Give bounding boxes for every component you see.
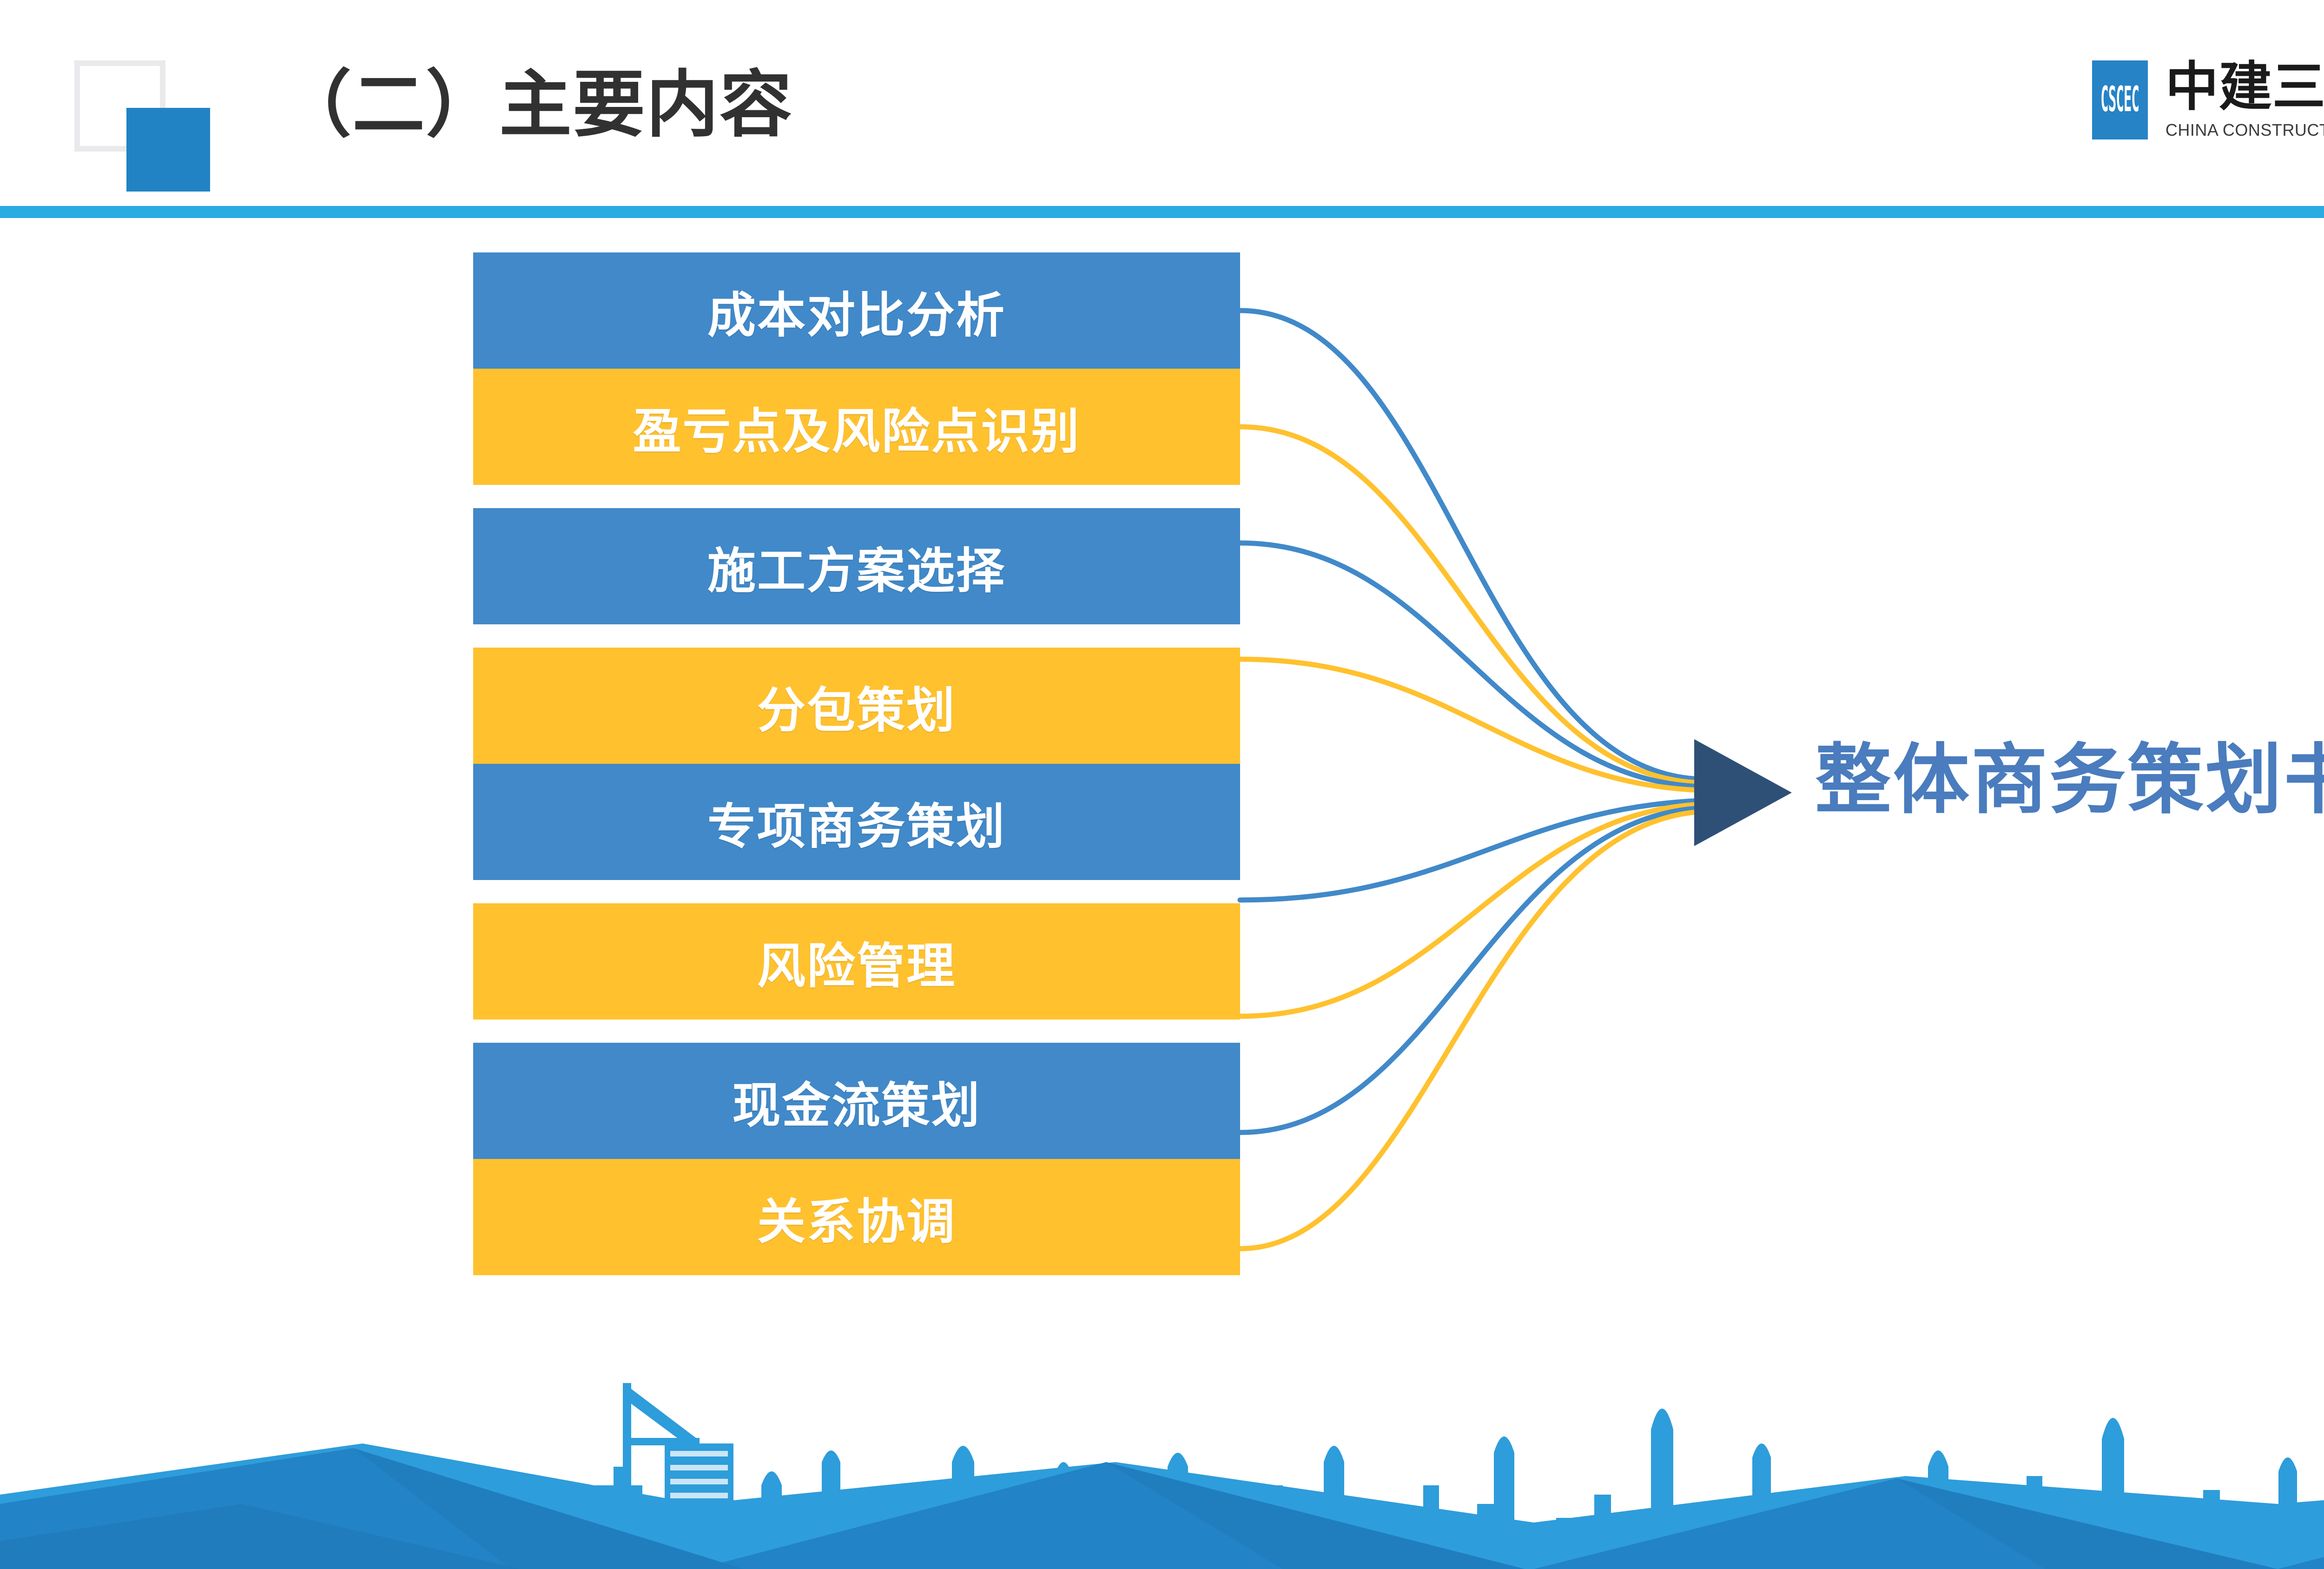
flow-box-8[interactable]: 关系协调 — [473, 1159, 1240, 1275]
connector-line-6 — [1237, 801, 1704, 1019]
flow-box-label: 专项商务策划 — [707, 798, 1006, 855]
flow-box-label: 关系协调 — [757, 1193, 956, 1250]
company-logo: CSCEC 中建三局集团有限公司 CHINA CONSTRUCTION THIR… — [2092, 60, 2324, 139]
header-decoration-solid-square — [126, 108, 210, 192]
flow-box-label: 风险管理 — [757, 937, 956, 994]
hills-icon — [0, 1443, 2324, 1569]
target-label: 整体商务策划书 — [1815, 735, 2324, 824]
flow-box-3[interactable]: 施工方案选择 — [473, 508, 1240, 624]
page-title: （二）主要内容 — [279, 62, 793, 147]
flow-box-1[interactable]: 成本对比分析 — [473, 252, 1240, 369]
right-triangle-arrow-icon — [1694, 739, 1792, 846]
flow-box-4[interactable]: 分包策划 — [473, 648, 1240, 764]
flow-box-label: 施工方案选择 — [707, 542, 1006, 599]
slide-header: （二）主要内容 CSCEC 中建三局集团有限公司 CHINA CONSTRUCT… — [0, 0, 2324, 218]
connector-line-5 — [1237, 798, 1704, 903]
flow-box-5[interactable]: 专项商务策划 — [473, 764, 1240, 880]
header-divider — [0, 206, 2324, 218]
flow-box-7[interactable]: 现金流策划 — [473, 1043, 1240, 1159]
flow-box-label: 分包策划 — [757, 682, 956, 739]
connector-line-7 — [1237, 805, 1704, 1135]
company-name-block: 中建三局集团有限公司 CHINA CONSTRUCTION THIRD ENGI… — [2166, 60, 2324, 139]
cscec-logo-text: CSCEC — [2100, 79, 2139, 120]
flow-box-6[interactable]: 风险管理 — [473, 903, 1240, 1020]
flow-box-label: 成本对比分析 — [707, 286, 1006, 344]
cscec-logo-icon: CSCEC — [2092, 60, 2148, 139]
connector-line-8 — [1237, 809, 1704, 1251]
connector-line-4 — [1237, 656, 1704, 793]
city-skyline-illustration — [0, 1383, 2324, 1569]
connector-line-2 — [1237, 424, 1704, 786]
connector-line-1 — [1237, 308, 1704, 782]
flow-box-label: 盈亏点及风险点识别 — [633, 403, 1081, 460]
company-name-en: CHINA CONSTRUCTION THIRD ENGINEERING BUR… — [2165, 120, 2324, 139]
company-name-cn: 中建三局集团有限公司 — [2165, 56, 2324, 118]
connector-line-3 — [1237, 540, 1704, 789]
flow-box-label: 现金流策划 — [732, 1077, 981, 1134]
flow-box-2[interactable]: 盈亏点及风险点识别 — [473, 369, 1240, 485]
